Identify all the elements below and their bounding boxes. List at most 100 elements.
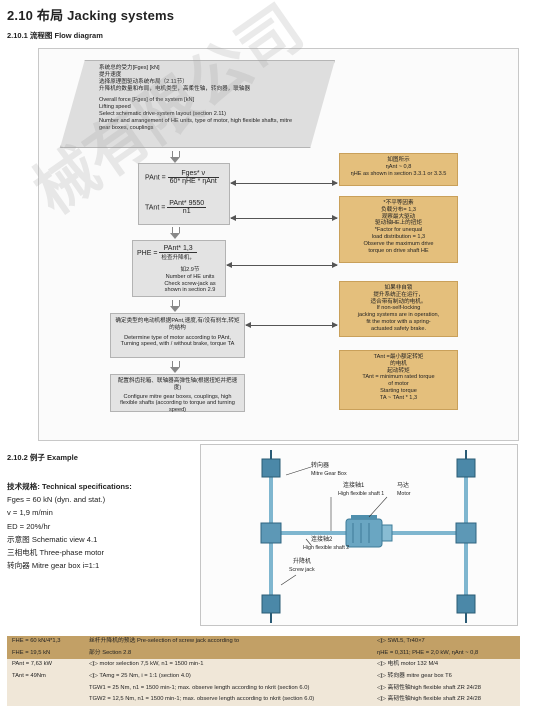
double-arrow-icon (230, 215, 338, 221)
table-cell: ◁▷ motor selection 7,5 kW, n1 = 1500 min… (89, 661, 204, 668)
table-row: FHE = 60 kN/4*1,3 丝杆升降机的预选 Pre-selection… (7, 636, 520, 648)
note-line: *不平等因素 (383, 200, 414, 206)
down-arrow-icon (170, 361, 180, 373)
table-cell: 部分 Section 2.8 (89, 649, 132, 656)
note-text: 如图所示 ηAnt ~ 0,8 ηHE as shown in section … (340, 154, 457, 180)
note-starting-torque: TAnt =最小额定转矩 的电机 起动转矩 TAnt = minimum rat… (339, 350, 458, 410)
note-line: 提升系统正在运行， (373, 291, 424, 298)
input-line: 提升速度 (99, 72, 122, 78)
mitre-gear-box-icon (455, 522, 477, 544)
input-line: 系统总的受力[Fges] [kN] (99, 65, 160, 71)
formula-denominator: 60* ηHE * ηAnt (169, 178, 217, 185)
note-line: jacking systems are in operation, (357, 312, 440, 319)
section-flow-title: 2.10.1 流程图 Flow diagram (7, 31, 103, 40)
table-cell: TGW2 = 12,5 Nm, n1 = 1500 min-1; max. ob… (89, 696, 315, 703)
note-text: *不平等因素 负载分布= 1,3 观察最大驱动 驱动轴HE上的扭矩 *Facto… (340, 197, 457, 257)
note-line: *Factor for unequal (374, 227, 423, 234)
note-brake: 如果非自锁 提升系统正在运行， 适合带有制动的电机。 If non-self-l… (339, 281, 458, 337)
jack-check-line: Check screw-jack as shown in section 2.9 (164, 280, 216, 294)
table-row: TGW2 = 12,5 Nm, n1 = 1500 min-1; max. ob… (7, 694, 520, 707)
label-shaft1: 连接轴1 (343, 481, 365, 489)
label-motor-en: Motor (397, 491, 411, 497)
jack-check-line: Number of HE units (165, 273, 215, 280)
note-efficiency: 如图所示 ηAnt ~ 0,8 ηHE as shown in section … (339, 153, 458, 186)
mitre-gear-box-icon (260, 522, 282, 544)
label-jack: 升降机 (293, 557, 311, 565)
note-line: load distribution = 1,3 (371, 233, 426, 240)
formula-denominator: 检查升降机， (161, 255, 195, 261)
input-parallelogram: 系统总的受力[Fges] [kN] 提升速度 选择原理图驱动系统布局（2.11节… (60, 60, 335, 148)
motor-selection-box: 确定类型的电动机根据PAnt,速度,有/没有刹车,转矩的结构 Determine… (110, 313, 245, 358)
motor-icon (345, 515, 393, 548)
table-cell: ηHE = 0,311; PHE = 2,0 kW, ηAnt ~ 0,8 (377, 649, 479, 656)
input-line: 选择原理图驱动系统布局（2.11节） (99, 79, 188, 85)
note-load-factor: *不平等因素 负载分布= 1,3 观察最大驱动 驱动轴HE上的扭矩 *Facto… (339, 196, 458, 263)
motor-text: 确定类型的电动机根据PAnt,速度,有/没有刹车,转矩的结构 Determine… (111, 314, 244, 352)
label-shaft1-en: High flexible shaft 1 (338, 491, 384, 497)
note-line: ηAnt ~ 0,8 (385, 163, 412, 170)
formula-lhs: PAnt = (145, 174, 166, 182)
formula-lhs: TAnt = (145, 204, 166, 212)
screw-jack-icon (456, 458, 476, 478)
note-line: 的电机 (390, 360, 407, 367)
note-line: Observe the maximum drive (363, 240, 434, 247)
double-arrow-icon (245, 322, 338, 328)
formula-numerator: Fges* ν (167, 170, 219, 178)
label-motor: 马达 (397, 481, 409, 489)
screw-jack-icon (261, 458, 281, 478)
formula-lhs: PHE = (137, 249, 158, 257)
note-line: 如果非自锁 (384, 285, 413, 291)
table-cell: ◁▷ 高韧性轴high flexible shaft ZR 24/28 (377, 684, 481, 691)
note-line: TAnt =最小额定转矩 (373, 354, 424, 360)
note-line: torque on drive shaft HE (368, 247, 429, 254)
jack-check-line: 如2.9节 (180, 267, 200, 273)
table-row: TGW1 = 25 Nm, n1 = 1500 min-1; max. obse… (7, 682, 520, 695)
calculation-table: FHE = 60 kN/4*1,3 丝杆升降机的预选 Pre-selection… (7, 636, 520, 707)
label-mitre: 转向器 (311, 461, 329, 469)
down-arrow-icon (170, 227, 180, 239)
note-line: actuated safety brake. (370, 325, 427, 332)
input-line: Lifting speed (99, 104, 131, 110)
configuration-box: 配置斜齿轮箱、联轴器高弹性轴(根据扭矩并把速度) Configure mitre… (110, 374, 245, 413)
note-line: fit the motor with a spring- (366, 318, 431, 325)
config-text: 配置斜齿轮箱、联轴器高弹性轴(根据扭矩并把速度) Configure mitre… (111, 375, 244, 417)
table-cell: ◁▷ TAmg = 25 Nm, i = 1:1 (section 4.0) (89, 673, 191, 680)
screw-jack-icon (261, 594, 281, 614)
note-line: Starting torque (380, 387, 417, 394)
spec-line: Fges = 60 kN (dyn. and stat.) (7, 495, 106, 505)
motor-line: Determine type of motor according to PAn… (120, 334, 235, 348)
table-row: FHE = 19,5 kN 部分 Section 2.8 ηHE = 0,311… (7, 647, 520, 660)
input-line: 升降机的数量和布局，电机类型，高柔性轴，转向器，联轴器 (99, 86, 251, 92)
config-line: Configure mitre gear boxes, couplings, h… (120, 393, 235, 414)
config-line: 配置斜齿轮箱、联轴器高弹性轴(根据扭矩并把速度) (117, 378, 238, 391)
spec-line: 三相电机 Three-phase motor (7, 548, 105, 558)
table-cell: ◁▷ 电机 motor 132 M/4 (377, 661, 439, 668)
table-row: PAnt = 7,63 kW ◁▷ motor selection 7,5 kW… (7, 659, 520, 672)
spec-line: v = 1,9 m/min (7, 508, 53, 518)
down-arrow-icon (170, 151, 180, 163)
note-line: ηHE as shown in section 3.3.1 or 3.3.5 (350, 170, 447, 177)
formula-numerator: PAnt* 9550 (167, 200, 207, 208)
spec-line: ED = 20%/hr (7, 521, 51, 531)
input-line: Select schematic drive-system layout (se… (99, 111, 227, 117)
note-line: 驱动轴HE上的扭矩 (375, 220, 422, 227)
table-cell: 丝杆升降机的预选 Pre-selection of screw jack acc… (89, 638, 240, 644)
section-example-title: 2.10.2 例子 Example (7, 453, 78, 462)
label-mitre-en: Mitre Gear Box (311, 471, 347, 477)
screw-jack-icon (456, 594, 476, 614)
down-arrow-icon (170, 300, 180, 312)
input-text: 系统总的受力[Fges] [kN] 提升速度 选择原理图驱动系统布局（2.11节… (99, 65, 299, 132)
label-shaft2: 连接轴2 (311, 535, 333, 543)
label-shaft2-en: High flexible shaft 2 (303, 545, 349, 551)
note-line: 负载分布= 1,3 (381, 206, 416, 213)
note-line: 如图所示 (387, 157, 410, 163)
jack-check-text: 如2.9节 Number of HE units Check screw-jac… (157, 267, 223, 294)
table-cell: TAnt = 49Nm (12, 673, 46, 680)
table-cell: TGW1 = 25 Nm, n1 = 1500 min-1; max. obse… (89, 684, 310, 691)
table-cell: ◁▷ SWL5, Tr40×7 (377, 638, 425, 644)
table-cell: ◁▷ 高韧性轴high flexible shaft ZR 24/28 (377, 696, 481, 703)
jack-power-formula: PHE = PAnt* 1,3 检查升降机， (137, 245, 197, 261)
power-torque-box: PAnt = Fges* ν 60* ηHE * ηAnt TAnt = PAn… (138, 163, 230, 225)
input-line: Number and arrangement of HE units, type… (99, 118, 293, 131)
label-jack-en: Screw jack (289, 567, 315, 573)
